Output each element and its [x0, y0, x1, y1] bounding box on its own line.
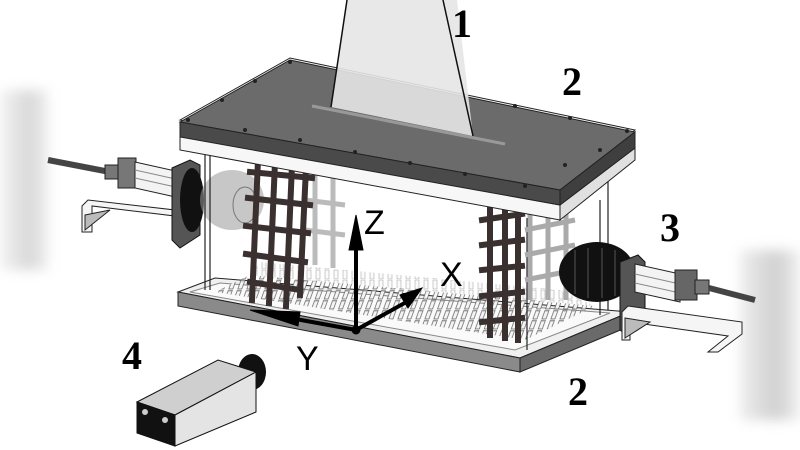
- axis-label-z: Z: [364, 204, 385, 242]
- left-actuator: [47, 157, 264, 249]
- callout-1: 1: [452, 1, 472, 46]
- grid-wall-right-back: [524, 200, 576, 300]
- camera: [135, 354, 266, 447]
- light-sheet: [330, 0, 474, 137]
- callout-3: 3: [660, 205, 680, 250]
- background-shadow-right: [740, 250, 800, 420]
- grid-wall-right: [478, 207, 526, 343]
- top-plate: [178, 57, 637, 222]
- right-actuator: [559, 242, 756, 353]
- coordinate-axes: [249, 214, 424, 335]
- grid-wall-left: [242, 156, 316, 310]
- background-shadow-left: [0, 90, 48, 270]
- axis-label-x: X: [440, 256, 463, 294]
- callout-2-bottom: 2: [568, 369, 588, 414]
- grid-wall-center-back: [304, 175, 346, 268]
- callout-2-top: 2: [562, 59, 582, 104]
- axis-label-y: Y: [296, 340, 319, 378]
- callout-4: 4: [122, 333, 142, 378]
